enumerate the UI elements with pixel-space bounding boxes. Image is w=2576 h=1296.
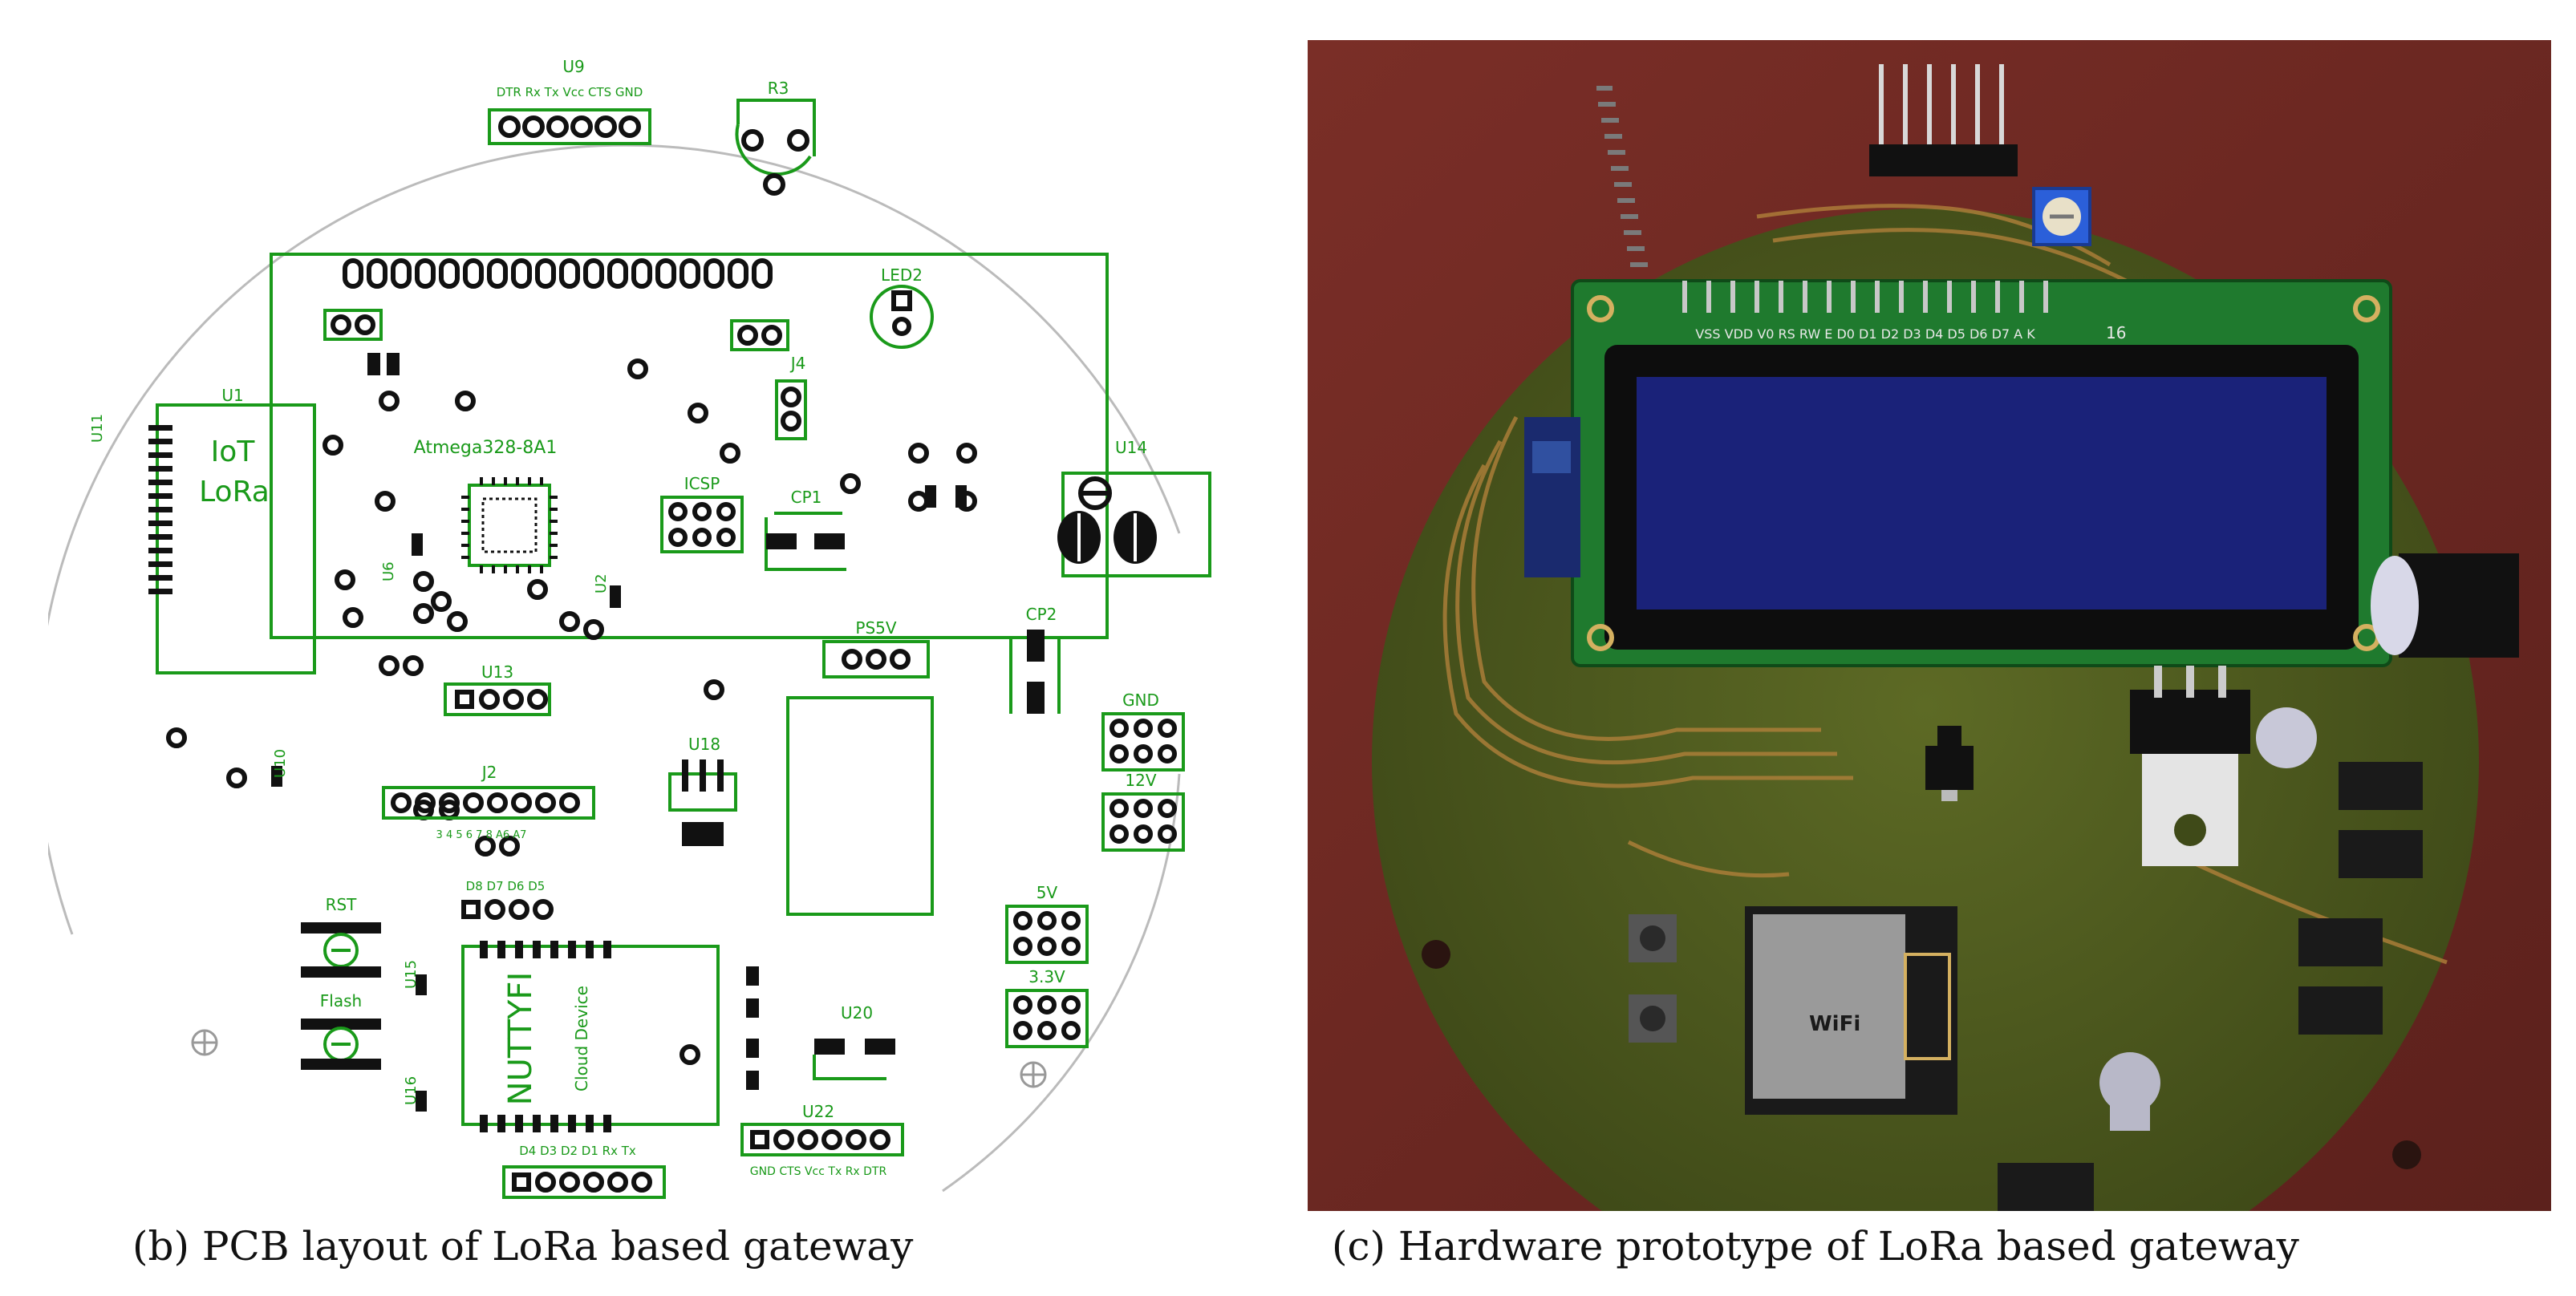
voltage-regulator-small: [1925, 726, 1974, 801]
v12-header: [1101, 792, 1185, 852]
pcb-layout-panel: U9 DTR Rx Tx Vcc CTS GND R3 LED2: [35, 36, 1211, 1207]
gnd-header: [1101, 712, 1185, 772]
rst-button: [301, 922, 381, 978]
hardware-photo-panel: VSS VDD V0 RS RW E D0 D1 D2 D3 D4 D5 D6 …: [1308, 40, 2551, 1296]
u22-pin-labels: GND CTS Vcc Tx Rx DTR: [750, 1165, 887, 1178]
u1-label: U1: [221, 386, 243, 405]
u22-header: [740, 1123, 904, 1156]
ps5v-label: PS5V: [855, 618, 896, 638]
u20-label: U20: [841, 1003, 873, 1023]
v5-header: [1005, 905, 1089, 964]
lcd-pin-count: 16: [2106, 323, 2126, 342]
nuttyfi-label: NUTTYFI: [502, 972, 539, 1106]
gnd-label: GND: [1122, 691, 1159, 710]
v5-label: 5V: [1036, 883, 1058, 902]
copper-traces: [1442, 204, 2448, 1083]
d-pins-bottom-label: D4 D3 D2 D1 Rx Tx: [519, 1144, 636, 1158]
d-pin-header-bottom: [502, 1165, 666, 1199]
u1-pin-strip: [148, 425, 172, 594]
mcu-label: Atmega328-8A1: [414, 438, 558, 458]
u6-label: U6: [380, 561, 397, 581]
r3-label: R3: [768, 79, 789, 98]
u9-pin-labels: DTR Rx Tx Vcc CTS GND: [497, 85, 643, 99]
cp1-capacitor: [765, 512, 846, 571]
vias: [166, 358, 977, 1065]
pcb-layout-caption: (b) PCB layout of LoRa based gateway: [132, 1223, 914, 1270]
lcd-module: [1571, 279, 2392, 667]
j2-pin-labels: 3 4 5 6 7 8 A6 A7: [436, 829, 527, 841]
j2-label: J2: [481, 763, 497, 782]
iot-label: IoT: [211, 435, 256, 468]
wifi-module: [1745, 906, 1957, 1115]
icsp-label: ICSP: [684, 474, 720, 493]
rst-label: RST: [326, 895, 358, 914]
v12-label: 12V: [1125, 771, 1156, 790]
board-mount-holes: [1422, 940, 2421, 1169]
mcu-pin-row: [343, 258, 773, 289]
flash-label: Flash: [320, 991, 362, 1010]
right-pin-headers: [1998, 762, 2423, 1211]
ps5v-header: [822, 640, 930, 678]
u13-label: U13: [481, 662, 513, 682]
u14-label: U14: [1115, 438, 1147, 457]
u10-label: U10: [272, 749, 289, 778]
dc-jack: [2371, 553, 2519, 658]
lcd-pin-labels: VSS VDD V0 RS RW E D0 D1 D2 D3 D4 D5 D6 …: [1695, 326, 2035, 342]
cp2-label: CP2: [1026, 605, 1057, 624]
u22-label: U22: [802, 1102, 834, 1121]
u9-header: [488, 108, 651, 145]
d-pins-top-label: D8 D7 D6 D5: [466, 879, 546, 893]
hardware-prototype-caption: (c) Hardware prototype of LoRa based gat…: [1332, 1223, 2299, 1270]
u14-regulator: [1057, 476, 1157, 564]
cp2-capacitor: [1009, 630, 1061, 714]
u2-label: U2: [593, 573, 610, 593]
side-module: [1524, 417, 1580, 577]
hardware-prototype-illustration: VSS VDD V0 RS RW E D0 D1 D2 D3 D4 D5 D6 …: [1308, 40, 2551, 1296]
voltage-regulator-large: [2130, 666, 2250, 866]
antenna-spring: [1596, 86, 1648, 267]
wifi-label: WiFi: [1809, 1012, 1860, 1036]
cp1-label: CP1: [791, 488, 822, 507]
component-outline: [786, 696, 934, 916]
led2-label: LED2: [881, 265, 923, 285]
cloud-device-label: Cloud Device: [572, 986, 591, 1091]
j4-label: J4: [789, 354, 806, 373]
mcu-board-outline: [270, 253, 1109, 639]
flash-button: [301, 1019, 381, 1070]
mcu-chip: [461, 477, 558, 573]
icsp-header: [660, 496, 744, 553]
v33-label: 3.3V: [1028, 967, 1065, 986]
r3-component: [735, 99, 816, 196]
j2-header: [382, 786, 595, 820]
lora-label: LoRa: [199, 476, 270, 508]
pcb-layout-drawing: U9 DTR Rx Tx Vcc CTS GND R3 LED2: [35, 57, 1211, 1199]
u11-label: U11: [89, 414, 106, 443]
tactile-buttons: [1629, 914, 1677, 1043]
u13-header: [444, 682, 551, 716]
capacitors: [2099, 707, 2317, 1131]
d-pin-header-top: [461, 899, 554, 920]
lcd-pin-row: [1682, 281, 2048, 313]
u9-label: U9: [562, 57, 584, 76]
potentiometer: [2032, 187, 2091, 246]
top-pin-header: [1869, 64, 2018, 176]
u20-component: [813, 1039, 895, 1080]
u15-label: U15: [403, 960, 420, 989]
v33-header: [1005, 989, 1089, 1048]
nuttyfi-pads: [480, 941, 611, 1132]
two-pin-headers: [323, 309, 807, 440]
u18-label: U18: [688, 735, 720, 754]
mount-holes: [191, 1029, 1047, 1088]
led2-component: [870, 285, 934, 349]
smd-pads: [271, 353, 967, 1112]
u16-label: U16: [403, 1076, 420, 1105]
u18-regulator: [668, 759, 737, 846]
